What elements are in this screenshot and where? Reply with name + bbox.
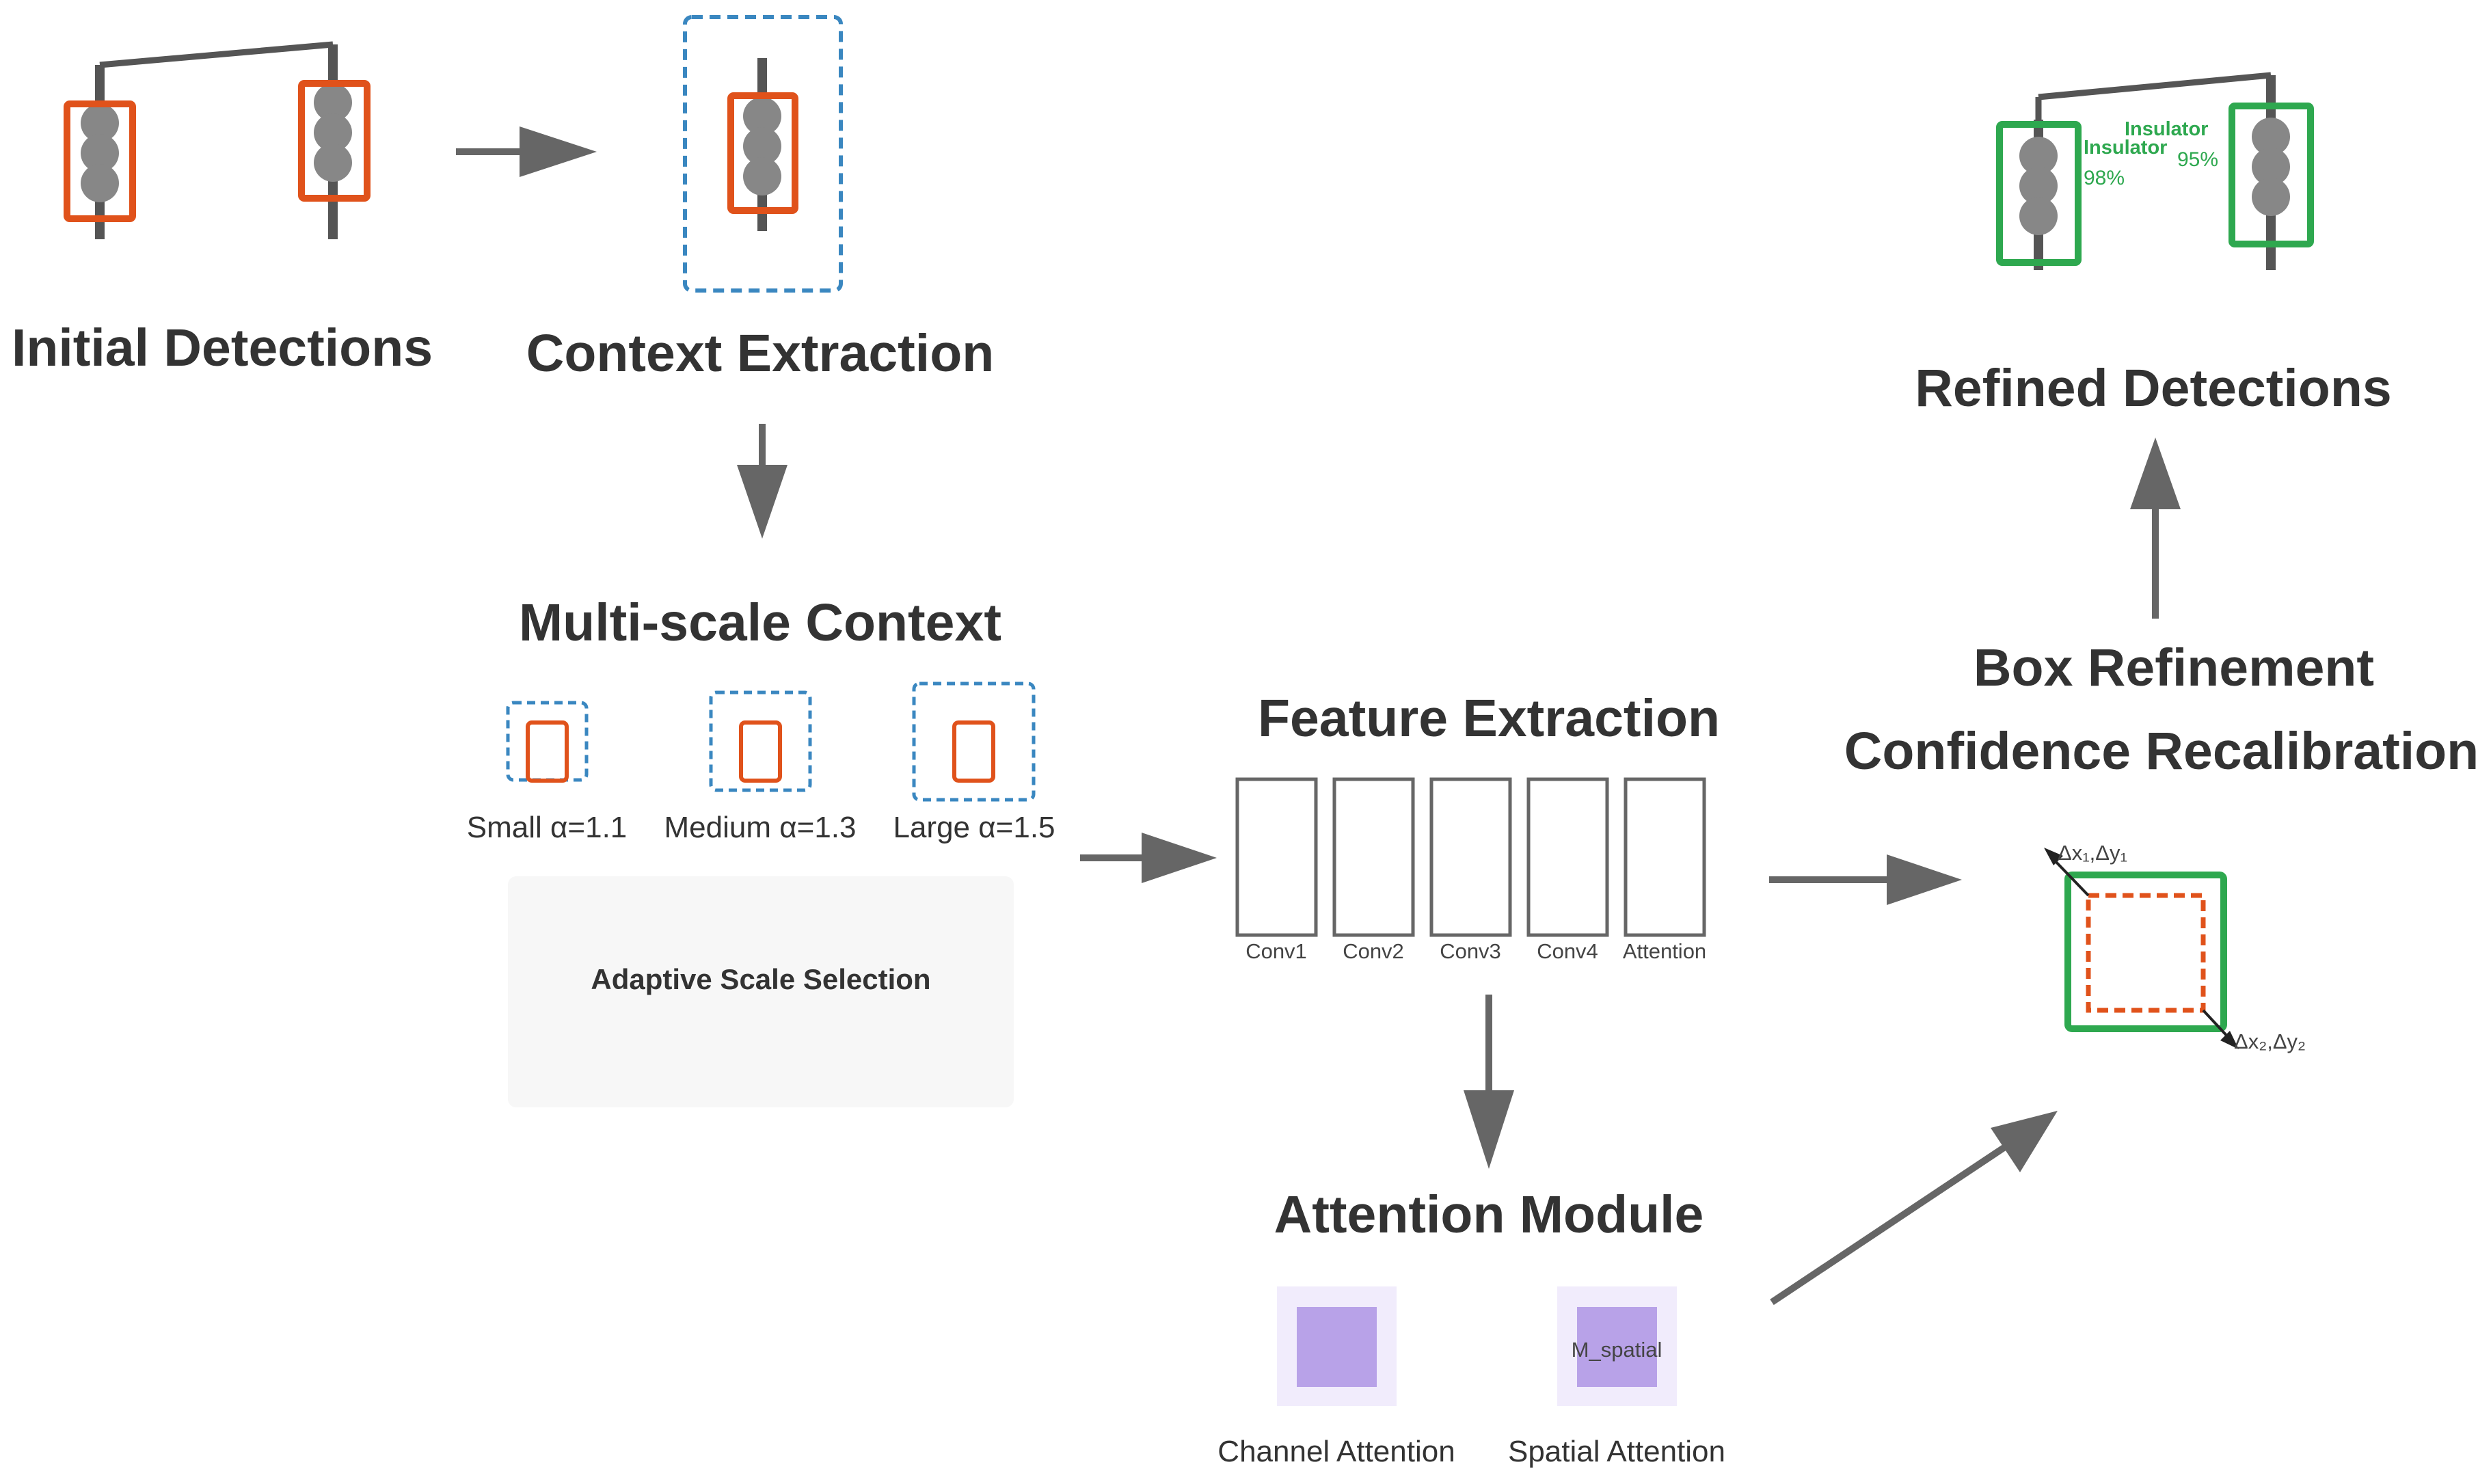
arrow-down-icon [1464,995,1514,1169]
adaptive-scale-label: Adaptive Scale Selection [591,963,930,995]
context-window [506,701,589,782]
stage-title-initial: Initial Detections [12,319,433,377]
layer-label: Conv3 [1440,939,1501,963]
arrow-diagonal-icon [1770,1111,2058,1306]
stage-title-context: Context Extraction [526,324,995,383]
arrow-up-icon [2130,437,2181,619]
spatial-attention-label: Spatial Attention [1508,1435,1725,1468]
power-line [2038,72,2272,100]
initial-detections-illustration [64,41,371,239]
stage-title-multiscale: Multi-scale Context [519,593,1001,652]
stage-title-feature: Feature Extraction [1258,689,1720,748]
refined-detections-illustration: Insulator 98% Insulator 95% [1996,72,2314,270]
layer-label: Conv1 [1246,939,1307,963]
detection-confidence: 98% [2084,167,2125,189]
layer-block-attention [1624,777,1706,937]
channel-attention-map [1297,1307,1377,1387]
layer-label: Attention [1623,939,1706,963]
detection-box [739,720,782,783]
detection-box [952,720,995,783]
feature-layers: Conv1 Conv2 Conv3 Conv4 Attention [1235,777,1706,963]
adaptive-scale-panel [508,876,1014,1107]
context-extraction-illustration [683,15,843,293]
arrow-right-icon [1769,854,1962,905]
layer-label: Conv2 [1343,939,1404,963]
original-box [2086,893,2206,1013]
scale-label-large: Large α=1.5 [893,811,1055,844]
layer-label: Conv4 [1537,939,1598,963]
scale-label-small: Small α=1.1 [467,811,628,844]
box-refinement-illustration: Δx₁,Δy₁ Δx₂,Δy₂ [2044,841,2306,1053]
insulator-icon [81,104,119,202]
context-window [683,15,843,293]
detection-box [64,100,136,222]
context-window [912,682,1036,802]
detection-confidence: 95% [2177,148,2218,171]
scale-label-medium: Medium α=1.3 [664,811,856,844]
spatial-attention: M_spatial [1557,1286,1677,1406]
insulator-icon [314,83,352,182]
stage-title-attention: Attention Module [1274,1185,1704,1244]
layer-block-conv2 [1332,777,1415,937]
stage-title-refined: Refined Detections [1915,359,2391,418]
insulator-icon [743,97,781,195]
arrow-down-icon [737,424,787,539]
power-line [99,41,334,68]
insulator-icon [2252,118,2290,216]
arrow-right-icon [456,126,597,177]
delta-bottom-right: Δx₂,Δy₂ [2234,1029,2306,1053]
stage-title-box-refinement: Box Refinement [1974,638,2374,697]
detection-box [298,80,371,202]
refined-box [2064,872,2227,1032]
layer-block-conv4 [1526,777,1609,937]
stage-title-confidence: Confidence Recalibration [1844,722,2479,781]
refined-box [2229,103,2314,247]
detection-class-label: Insulator [2125,118,2208,140]
scale-small [506,701,589,783]
context-window [709,690,812,792]
channel-attention [1277,1286,1397,1406]
layer-block-conv3 [1429,777,1512,937]
insulator-icon [2019,137,2058,235]
spatial-map-label: M_spatial [1572,1338,1662,1362]
arrow-right-icon [1080,833,1217,883]
detection-class-label: Insulator [2084,137,2167,159]
scale-large [912,682,1036,802]
spatial-attention-map [1577,1307,1657,1387]
detection-box [526,720,569,783]
delta-top-left: Δx₁,Δy₁ [2058,841,2127,865]
detection-box [727,92,798,214]
refined-box [1996,121,2082,266]
scale-medium [709,690,812,792]
channel-attention-label: Channel Attention [1217,1435,1455,1468]
layer-block-conv1 [1235,777,1318,937]
